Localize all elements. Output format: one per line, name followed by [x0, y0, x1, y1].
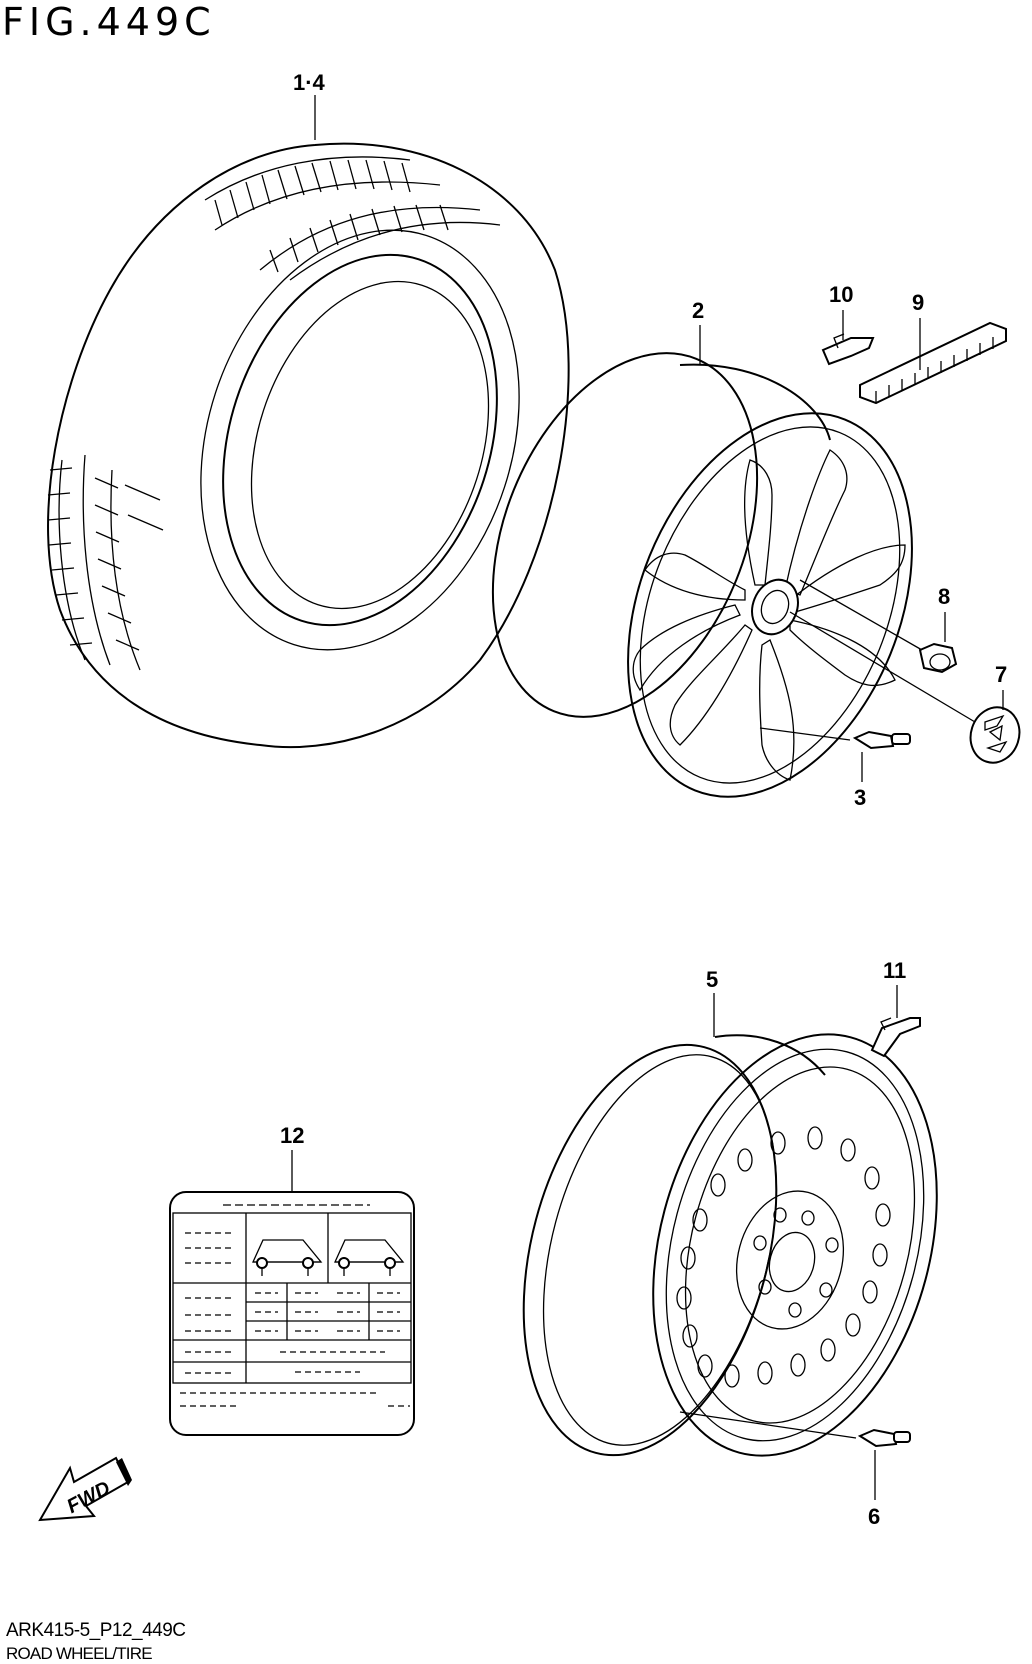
callout-10: 10 — [829, 282, 853, 307]
clip-weight-11-drawing[interactable] — [870, 1017, 921, 1058]
callout-12: 12 — [280, 1123, 304, 1148]
alloy-wheel-drawing[interactable] — [443, 314, 966, 839]
callout-9: 9 — [912, 290, 924, 315]
clip-weight-10-drawing[interactable] — [821, 333, 875, 366]
steel-wheel-drawing[interactable] — [482, 1002, 981, 1487]
callout-1-4: 1·4 — [293, 70, 326, 95]
adhesive-weight-strip-drawing[interactable] — [859, 321, 1007, 405]
fwd-arrow: FWD — [38, 1456, 132, 1522]
wheel-nut-drawing[interactable] — [918, 642, 958, 674]
center-cap-drawing[interactable] — [964, 701, 1027, 769]
callout-2: 2 — [692, 298, 704, 323]
callout-8: 8 — [938, 584, 950, 609]
callout-5: 5 — [706, 967, 718, 992]
figure-title: FIG.449C — [2, 0, 216, 44]
callout-3: 3 — [854, 785, 866, 810]
tire-info-label-drawing[interactable] — [169, 1191, 415, 1436]
valve-stem-6-drawing[interactable] — [857, 1428, 911, 1448]
diagram-name: ROAD WHEEL/TIRE — [6, 1644, 153, 1663]
diagram-code: ARK415-5_P12_449C — [6, 1620, 186, 1641]
callout-6: 6 — [868, 1504, 880, 1529]
tire-drawing[interactable] — [47, 142, 571, 749]
callout-11: 11 — [883, 958, 906, 983]
callout-7: 7 — [995, 662, 1007, 687]
valve-stem-3-drawing[interactable] — [852, 730, 911, 750]
